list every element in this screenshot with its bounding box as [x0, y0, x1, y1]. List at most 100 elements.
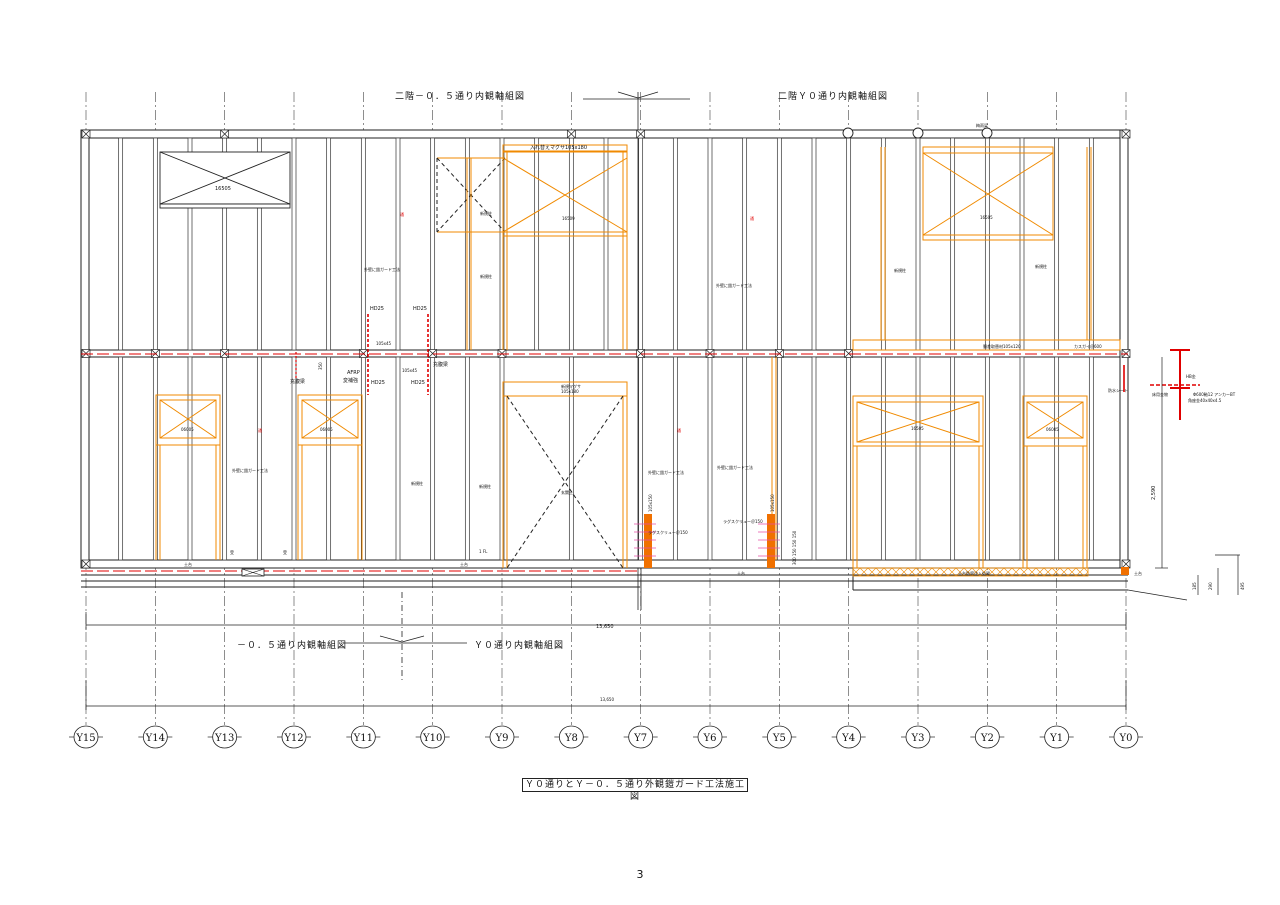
stud-upper [395, 137, 401, 351]
dim-495: 495 [1240, 582, 1245, 590]
label-new-lintel: 新規マグサ [561, 383, 581, 389]
label-beam-spec: 胴差取替材105x120 [983, 343, 1021, 349]
grid-label-y4: Y4 [841, 733, 855, 744]
label-tsu-2: 通 [750, 215, 754, 221]
label-sill-4: 土台 [1134, 570, 1142, 576]
new-sill [852, 567, 1089, 577]
grid-label-y11: Y11 [353, 733, 373, 744]
post-upper [360, 137, 366, 351]
dim-height: 2,590 [1151, 486, 1157, 500]
studs [118, 137, 1094, 561]
grid-bubble-y10: Y10 [415, 725, 450, 749]
label-fire-beam-2: 充腹梁 [433, 361, 448, 368]
label-new-column-5: 新規柱 [411, 480, 423, 486]
label-hd-2: HD25 [413, 306, 427, 312]
window-16509: 16509 [562, 216, 575, 221]
reinforce-block [1121, 567, 1129, 575]
label-new-lintel-size: 105x180 [561, 389, 579, 394]
drawing-main-title: Ｙ０通りとＹ－０．５通り外観鎧ガード工法施工図 [522, 778, 748, 802]
label-new-column-3: 新規柱 [894, 267, 906, 273]
label-uke-2: 受 [283, 549, 287, 555]
joint-mark [1121, 559, 1131, 569]
post-lower [846, 356, 852, 561]
stud-lower [950, 356, 956, 561]
post-upper [568, 137, 574, 351]
label-bolt-spec-2: 角座金40x40x4.5 [1188, 397, 1222, 403]
window-16505-c: 16505 [911, 426, 924, 431]
grid-bubble-y13: Y13 [207, 725, 242, 749]
post-lower [776, 356, 782, 561]
label-uke-1: 受 [230, 549, 234, 555]
post-upper [430, 137, 436, 351]
stud-upper [187, 137, 193, 351]
label-sill-2: 土台 [460, 561, 468, 567]
post-lower [984, 356, 990, 561]
title-top-right: 二階Ｙ０通り内観軸組図 [778, 90, 888, 102]
grid-label-y0: Y0 [1119, 733, 1133, 744]
grid-bubble-y6: Y6 [693, 725, 727, 749]
grid-bubble-y4: Y4 [831, 725, 866, 749]
grid-label-y6: Y6 [703, 733, 717, 744]
title-bottom-right: Ｙ０通り内観軸組図 [474, 639, 564, 651]
existing-openings [159, 151, 291, 209]
post-upper [707, 137, 713, 351]
top-plate-circles [842, 127, 993, 139]
grid-bubble-y8: Y8 [554, 725, 589, 749]
post-upper [291, 137, 297, 351]
label-new-column-4: 新規柱 [1035, 263, 1047, 269]
window-16505-a: 16505 [215, 186, 231, 192]
label-hb: HB金 [1186, 373, 1196, 379]
label-bracket-dim: 105x45 [402, 368, 418, 373]
label-entry: 玄関土 [561, 489, 573, 495]
grid-label-y5: Y5 [772, 733, 786, 744]
label-afrp-2: 変補強 [343, 377, 358, 384]
dim-overall-2: 13,650 [600, 697, 614, 702]
stud-lower [811, 356, 817, 561]
grid-bubble-y1: Y1 [1039, 725, 1074, 749]
dim-290: 290 [1208, 582, 1213, 590]
joint-mark [636, 129, 646, 139]
dim-350: 350 [318, 362, 323, 370]
post-lower [152, 356, 158, 561]
dim-185: 185 [1192, 582, 1197, 590]
label-lag-2: ラグスクリュー＠150 [723, 518, 763, 524]
label-fl: 1 FL [479, 549, 488, 554]
label-stack-dims: 300 150 150 150 [792, 530, 797, 565]
label-hd-4: HD25 [411, 380, 425, 386]
post-upper [984, 137, 990, 351]
label-outer-wall-5: 外壁に鎧ガード工法 [717, 464, 753, 470]
reinforce-post-a [644, 514, 652, 568]
label-afrp: AFRP [347, 370, 360, 376]
label-tsu-3: 通 [258, 427, 262, 433]
red-reinforcements [81, 314, 1200, 572]
title-bottom-left: －０．５通り内観軸組図 [237, 639, 347, 651]
joint-mark [81, 559, 91, 569]
joint-mark [220, 129, 230, 139]
post-lower [568, 356, 574, 561]
window-06005-b: 06005 [320, 427, 333, 432]
label-tsu-1: 通 [400, 211, 404, 217]
label-sill-1: 土台 [184, 561, 192, 567]
post-upper [846, 137, 852, 351]
label-bracket-dim-2: 105x45 [376, 341, 392, 346]
post-lower [638, 356, 644, 561]
stud-upper [811, 137, 817, 351]
label-new-column-2: 新規柱 [480, 273, 492, 279]
post-upper [152, 137, 158, 351]
label-new-column-1: 新規柱 [480, 210, 492, 216]
grid-label-y9: Y9 [495, 733, 509, 744]
post-upper [638, 137, 644, 351]
grid-bubble-y7: Y7 [623, 725, 658, 749]
joint-mark [1121, 129, 1131, 139]
post-lower [222, 356, 228, 561]
grid-bubble-y12: Y12 [277, 725, 311, 749]
grid-bubble-y0: Y0 [1109, 725, 1143, 749]
stud-lower [118, 356, 124, 561]
post-lower [915, 356, 921, 561]
label-hd-3: HD25 [371, 380, 385, 386]
label-outer-wall-2: 外壁に鎧ガード工法 [716, 282, 752, 288]
joint-mark [566, 129, 576, 139]
stud-lower [880, 356, 886, 561]
